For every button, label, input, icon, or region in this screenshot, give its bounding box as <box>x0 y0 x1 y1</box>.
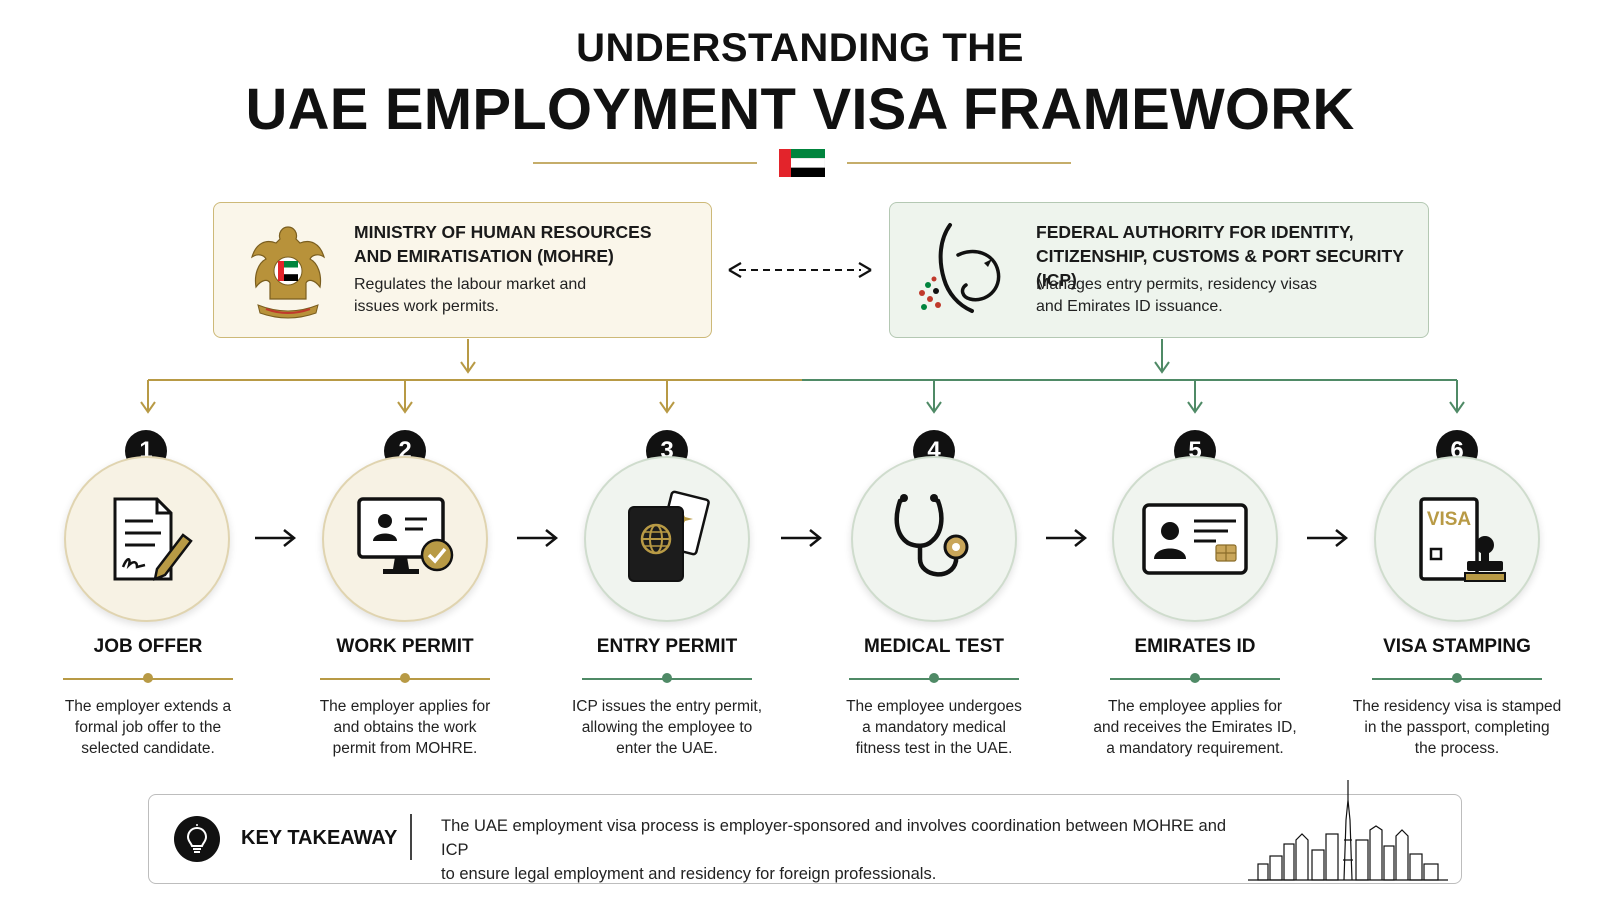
passport-icon <box>628 490 710 582</box>
step-dot <box>929 673 939 683</box>
step-circle: VISA <box>1374 456 1540 622</box>
step-dot <box>662 673 672 683</box>
step-circle <box>851 456 1017 622</box>
title-rule-left <box>533 162 757 164</box>
bidirectional-dashed-arrow <box>728 262 872 278</box>
svg-text:VISA: VISA <box>1427 509 1472 530</box>
step-circle <box>322 456 488 622</box>
icp-box: FEDERAL AUTHORITY FOR IDENTITY, CITIZENS… <box>889 202 1429 338</box>
step-title: MEDICAL TEST <box>863 636 1005 657</box>
title-line-2: UAE EMPLOYMENT VISA FRAMEWORK <box>245 77 1355 142</box>
step-dot <box>1452 673 1462 683</box>
lightbulb-icon <box>174 816 220 862</box>
dubai-skyline-icon <box>1248 780 1448 881</box>
visa-stamp-icon: VISA <box>1419 497 1506 582</box>
icp-title-line-2: CITIZENSHIP, CUSTOMS & PORT SECURITY (IC… <box>1036 246 1404 290</box>
step-title: WORK PERMIT <box>336 636 474 657</box>
step-title: EMIRATES ID <box>1134 636 1256 657</box>
uae-falcon-emblem-icon <box>250 226 326 319</box>
step-title: VISA STAMPING <box>1383 636 1531 657</box>
title-rule-right <box>847 162 1071 164</box>
step-desc: ICP issues the entry permit,allowing the… <box>571 698 763 757</box>
mohre-title-line-2: AND EMIRATISATION (MOHRE) <box>354 246 614 266</box>
mohre-box: MINISTRY OF HUMAN RESOURCES AND EMIRATIS… <box>213 202 712 338</box>
step-circle <box>1112 456 1278 622</box>
approved-monitor-icon <box>357 497 454 574</box>
step-dot <box>143 673 153 683</box>
icp-title-line-1: FEDERAL AUTHORITY FOR IDENTITY, <box>1036 222 1354 242</box>
icp-falcon-logo-icon <box>919 223 1001 313</box>
step-circle <box>584 456 750 622</box>
key-takeaway-text: The UAE employment visa process is emplo… <box>441 817 1227 883</box>
title-line-1: UNDERSTANDING THE <box>576 26 1024 70</box>
stethoscope-icon <box>894 494 969 577</box>
icp-desc-line-2: and Emirates ID issuance. <box>1036 298 1223 315</box>
key-takeaway-label: KEY TAKEAWAY <box>241 827 398 849</box>
uae-flag-icon <box>779 149 825 177</box>
icp-desc-line-1: Manages entry permits, residency visas <box>1036 276 1317 293</box>
key-takeaway-box <box>148 794 1462 884</box>
step-dot <box>400 673 410 683</box>
mohre-title-line-1: MINISTRY OF HUMAN RESOURCES <box>354 222 652 242</box>
id-card-icon <box>1142 503 1248 575</box>
step-circle <box>64 456 230 622</box>
key-takeaway-separator <box>410 814 412 860</box>
step-title: JOB OFFER <box>93 636 203 657</box>
mohre-desc-line-1: Regulates the labour market and <box>354 276 587 293</box>
signed-contract-icon <box>113 497 193 582</box>
mohre-desc-line-2: issues work permits. <box>354 298 499 315</box>
step-dot <box>1190 673 1200 683</box>
step-title: ENTRY PERMIT <box>596 636 738 657</box>
